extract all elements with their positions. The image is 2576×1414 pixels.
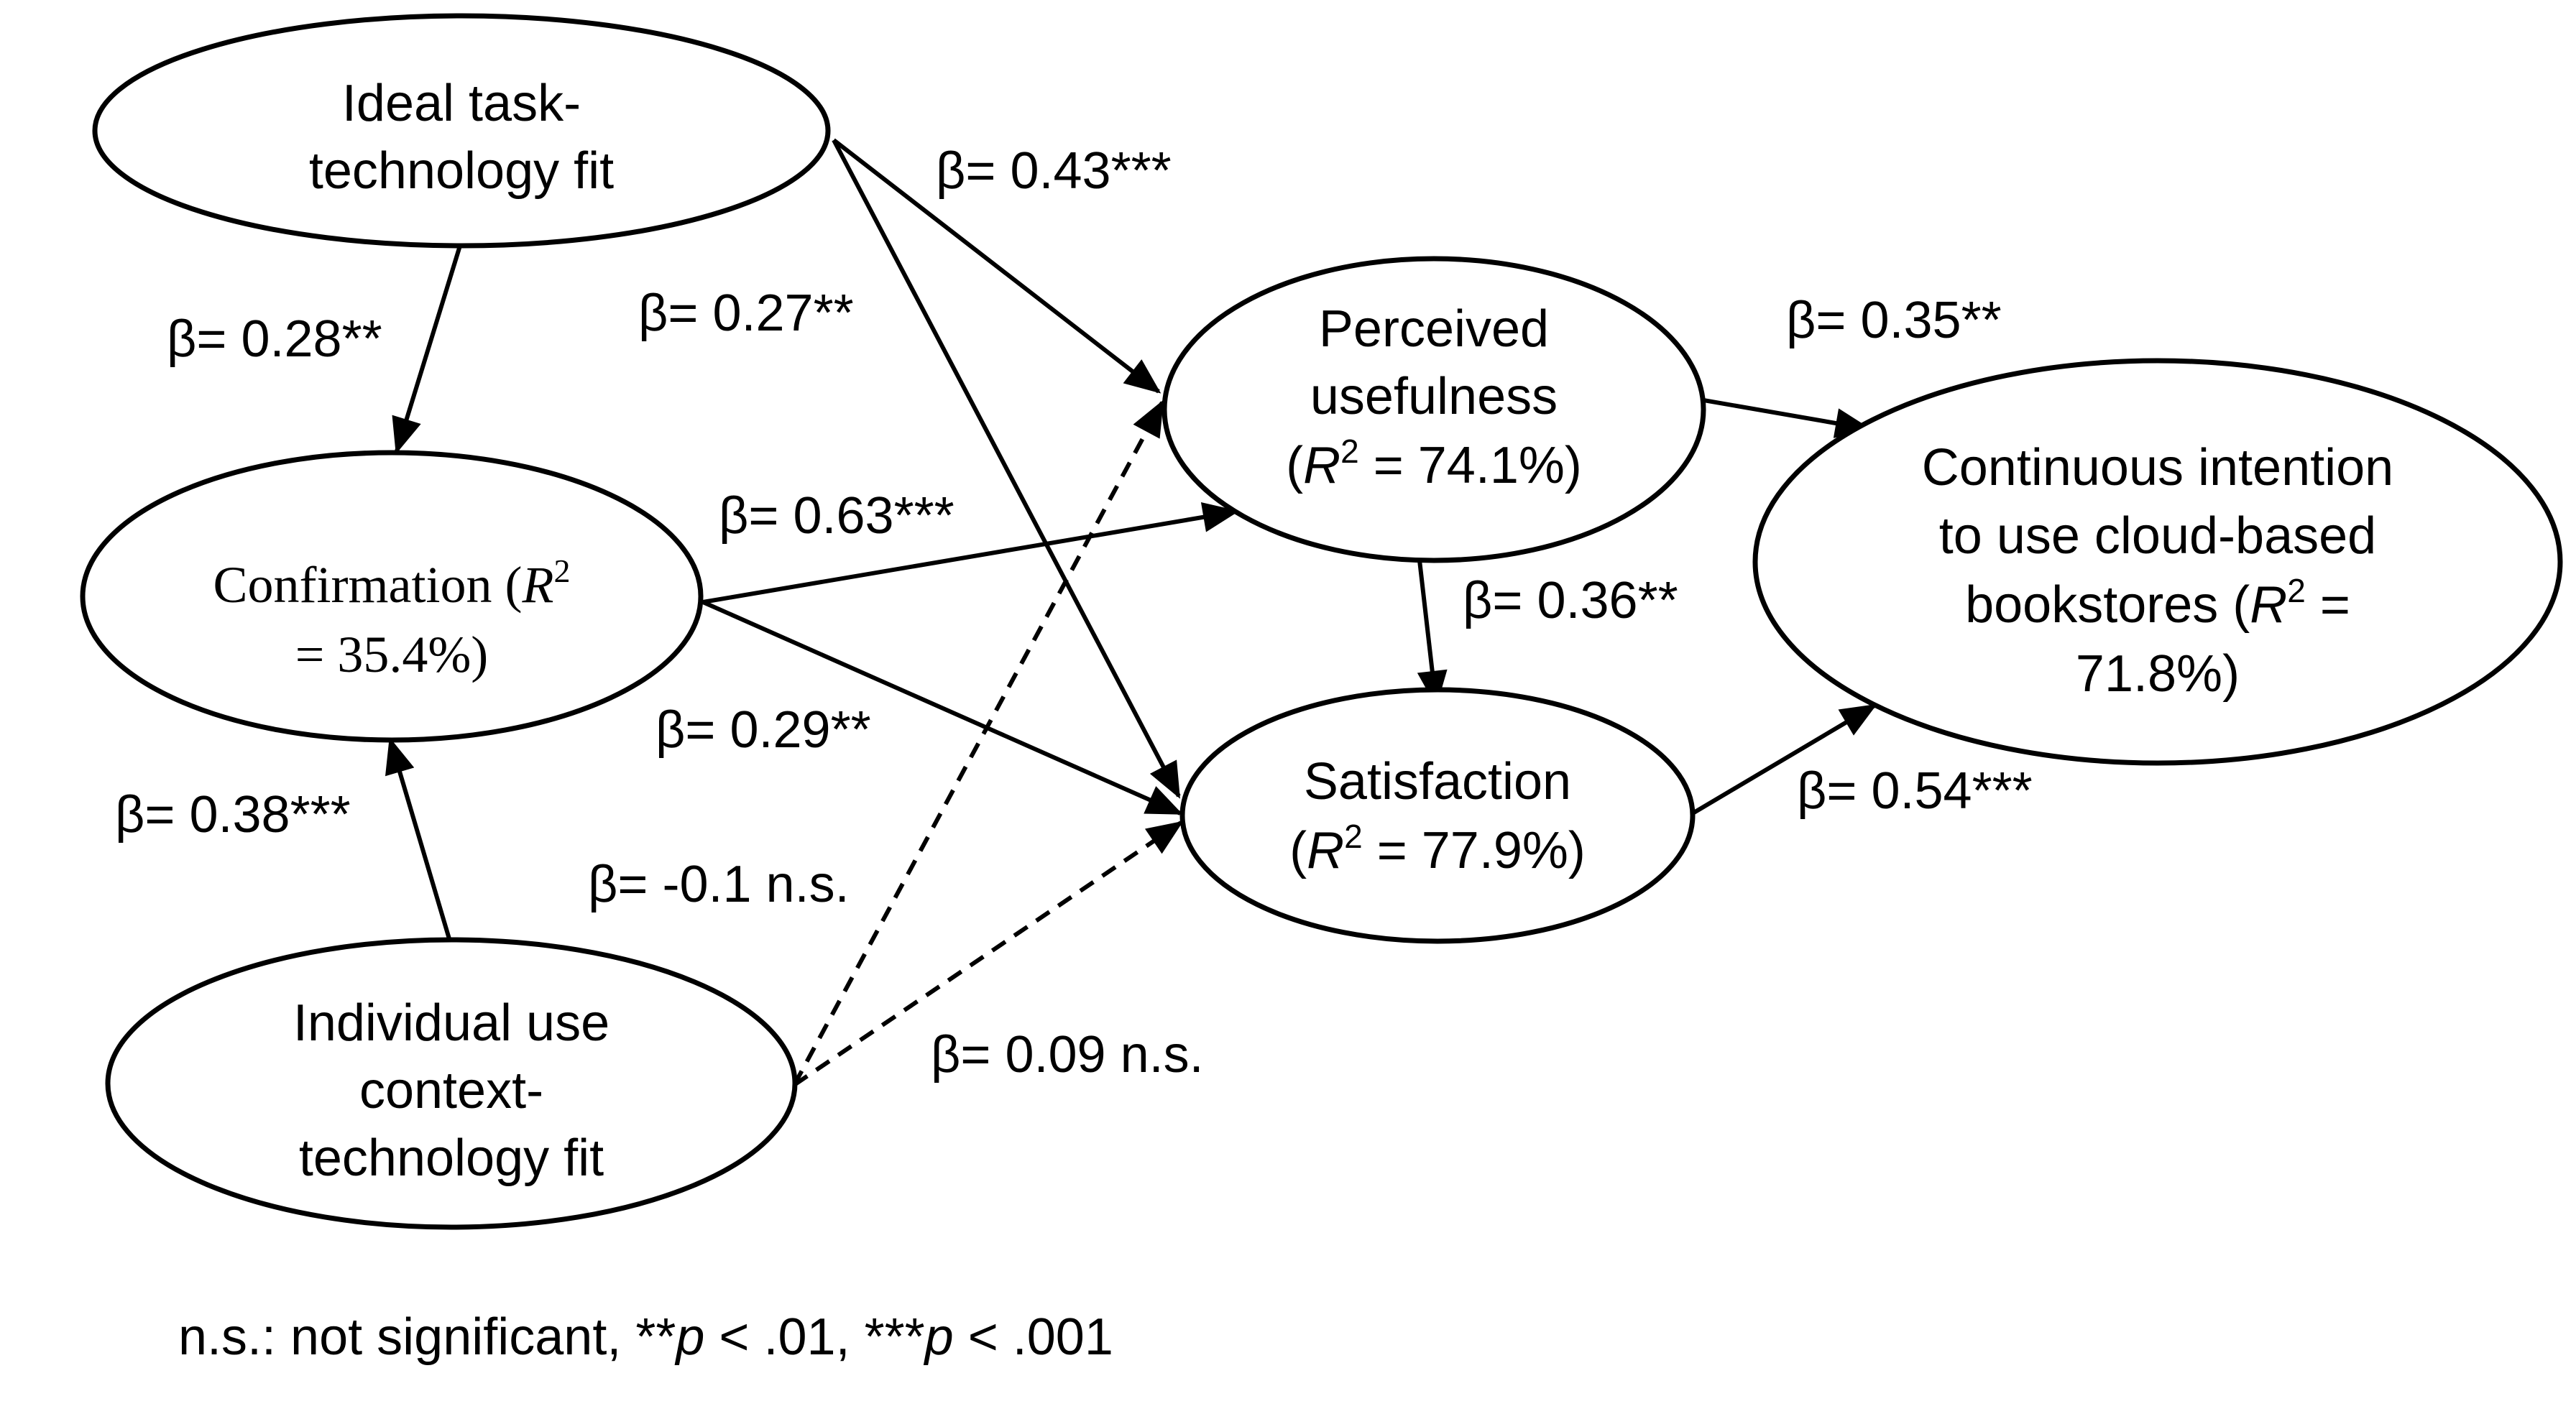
pu-r2-value: = 74.1%) xyxy=(1359,437,1582,494)
ellipse-individual-ctf xyxy=(105,937,798,1230)
confirmation-line1: Confirmation (R2 xyxy=(213,553,571,614)
confirmation-label: Confirmation ( xyxy=(213,556,523,614)
ci-line3-equals: = xyxy=(2306,576,2350,634)
confirmation-r-symbol: R xyxy=(521,556,553,614)
footnote-p001: < .001 xyxy=(954,1308,1113,1366)
node-satisfaction: Satisfaction (R2 = 77.9%) xyxy=(1179,687,1696,944)
node-confirmation: Confirmation (R2 = 35.4%) xyxy=(80,450,704,743)
ellipse-perceived-usefulness xyxy=(1162,256,1706,563)
sat-r2-value: = 77.9%) xyxy=(1363,822,1586,879)
satisfaction-line1: Satisfaction xyxy=(1304,753,1571,810)
confirmation-line2: = 35.4%) xyxy=(295,626,489,683)
individual-ctf-line2: context- xyxy=(359,1062,543,1119)
perceived-usefulness-r2: (R2 = 74.1%) xyxy=(1286,433,1582,494)
label-indiv-to-pu: β= -0.1 n.s. xyxy=(588,856,850,913)
edge-confirmation-to-perceived-usefulness xyxy=(702,502,1240,604)
pu-r2-superscript: 2 xyxy=(1340,433,1359,470)
ellipse-confirmation xyxy=(80,450,704,743)
node-perceived-usefulness: Perceived usefulness (R2 = 74.1%) xyxy=(1162,256,1706,563)
sat-r2-open: ( xyxy=(1289,822,1307,879)
label-conf-to-pu: β= 0.63*** xyxy=(719,487,954,545)
ci-r2-symbol: R xyxy=(2250,576,2287,634)
footnote-p1: p xyxy=(674,1308,704,1366)
node-individual-use-context-technology-fit: Individual use context- technology fit xyxy=(105,937,798,1230)
pu-r2-open: ( xyxy=(1286,437,1303,494)
edge-confirmation-to-satisfaction xyxy=(702,600,1183,815)
continuous-intention-line1: Continuous intention xyxy=(1922,439,2393,496)
edge-ideal-to-perceived-usefulness xyxy=(832,138,1162,394)
individual-ctf-line1: Individual use xyxy=(293,994,610,1052)
footnote-p2: p xyxy=(924,1308,954,1366)
continuous-intention-line3: bookstores (R2 = xyxy=(1965,572,2350,634)
confirmation-r-superscript: 2 xyxy=(553,553,570,589)
label-indiv-to-conf: β= 0.38*** xyxy=(115,786,351,844)
footnote: n.s.: not significant, **p < .01, ***p <… xyxy=(178,1308,1113,1366)
satisfaction-r2: (R2 = 77.9%) xyxy=(1289,818,1586,879)
individual-ctf-line3: technology fit xyxy=(299,1129,604,1187)
node-ideal-task-technology-fit: Ideal task- technology fit xyxy=(92,13,831,249)
label-conf-to-sat: β= 0.29** xyxy=(656,701,871,759)
label-ideal-to-conf: β= 0.28** xyxy=(167,310,382,368)
footnote-p01: < .01, *** xyxy=(704,1308,924,1366)
ci-line3-label: bookstores ( xyxy=(1965,576,2250,634)
edge-perceived-usefulness-to-continuous-intention xyxy=(1674,393,1872,438)
ideal-ttf-line2: technology fit xyxy=(309,142,614,200)
label-sat-to-ci: β= 0.54*** xyxy=(1797,762,2033,820)
edge-satisfaction-to-continuous-intention xyxy=(1691,703,1877,815)
edge-ideal-to-confirmation xyxy=(392,245,462,455)
pu-r2-symbol: R xyxy=(1303,437,1340,494)
edge-perceived-usefulness-to-satisfaction xyxy=(1417,560,1448,708)
ci-r2-superscript: 2 xyxy=(2287,572,2306,609)
sat-r2-superscript: 2 xyxy=(1344,818,1363,855)
label-indiv-to-sat: β= 0.09 n.s. xyxy=(931,1026,1204,1083)
label-ideal-to-pu: β= 0.43*** xyxy=(936,142,1172,200)
perceived-usefulness-line1: Perceived xyxy=(1319,300,1549,358)
continuous-intention-line2: to use cloud-based xyxy=(1939,507,2376,565)
edge-ideal-to-satisfaction xyxy=(832,139,1181,799)
ellipse-continuous-intention xyxy=(1752,358,2563,766)
label-ideal-to-sat: β= 0.27** xyxy=(638,285,854,342)
ellipse-ideal-task-technology-fit xyxy=(92,13,831,249)
sat-r2-symbol: R xyxy=(1307,822,1344,879)
footnote-ns: n.s.: not significant, ** xyxy=(178,1308,676,1366)
edge-individual-to-confirmation xyxy=(385,736,452,942)
edges xyxy=(385,138,1877,1087)
label-pu-to-ci: β= 0.35** xyxy=(1786,292,2002,349)
continuous-intention-line4: 71.8%) xyxy=(2076,645,2240,703)
perceived-usefulness-line2: usefulness xyxy=(1310,368,1558,425)
ideal-ttf-line1: Ideal task- xyxy=(342,75,581,132)
path-labels: β= 0.43*** β= 0.28** β= 0.27** β= 0.63**… xyxy=(115,142,2033,1083)
edge-individual-to-perceived-usefulness xyxy=(792,399,1164,1086)
node-continuous-intention: Continuous intention to use cloud-based … xyxy=(1752,358,2563,766)
label-pu-to-sat: β= 0.36** xyxy=(1463,572,1678,629)
ellipse-satisfaction xyxy=(1179,687,1696,944)
